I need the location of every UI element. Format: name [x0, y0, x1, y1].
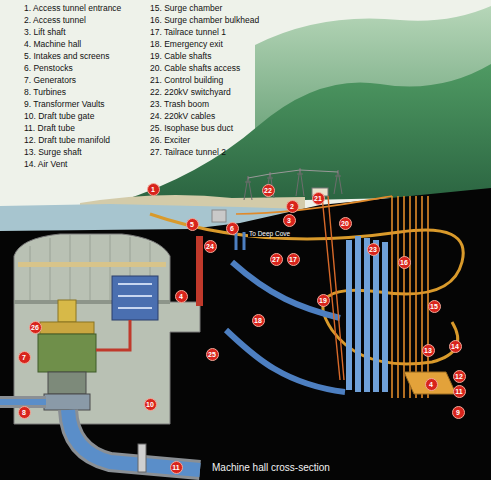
callout-number: 13 — [422, 344, 435, 357]
callout-number: 11 — [453, 385, 466, 398]
draft-tube-water — [68, 410, 200, 470]
legend-item: 13. Surge shaft — [24, 148, 82, 157]
callout-number: 22 — [262, 184, 275, 197]
transformer-vault — [112, 276, 158, 320]
callout-number: 19 — [317, 294, 330, 307]
callout-number: 8 — [18, 406, 31, 419]
legend-item: 9. Transformer Vaults — [24, 100, 105, 109]
penstocks — [236, 196, 428, 398]
inset-caption: Machine hall cross-section — [210, 462, 332, 473]
transformer-detail — [118, 284, 152, 308]
legend-item: 27. Tailrace tunnel 2 — [150, 148, 226, 157]
exciter — [58, 300, 76, 322]
tailrace-tunnel — [226, 330, 345, 392]
generator-top — [40, 322, 94, 334]
callout-number: 1 — [147, 183, 160, 196]
legend-item: 19. Cable shafts — [150, 52, 211, 61]
legend-item: 22. 220kV switchyard — [150, 88, 231, 97]
hall-outline — [14, 234, 200, 424]
callout-number: 4 — [425, 378, 438, 391]
draft-tube-gate — [138, 444, 146, 472]
generator — [38, 334, 96, 372]
legend-item: 4. Machine hall — [24, 40, 81, 49]
legend-item: 12. Draft tube manifold — [24, 136, 110, 145]
callout-number: 7 — [18, 351, 31, 364]
legend-item: 18. Emergency exit — [150, 40, 223, 49]
callout-number: 25 — [206, 348, 219, 361]
callout-number: 5 — [186, 218, 199, 231]
legend-item: 5. Intakes and screens — [24, 52, 110, 61]
tailrace-tunnel — [232, 262, 340, 318]
callout-number: 12 — [453, 370, 466, 383]
crane — [18, 262, 166, 267]
turbine — [44, 394, 90, 410]
callout-number: 20 — [339, 217, 352, 230]
machine-hall-cross-section — [0, 234, 203, 472]
shaft — [48, 372, 86, 394]
callout-number: 27 — [270, 253, 283, 266]
tunnel-portal — [236, 232, 244, 250]
draft-tube — [68, 410, 200, 470]
callout-number: 23 — [367, 243, 380, 256]
legend-item: 23. Trash boom — [150, 100, 209, 109]
pylons — [244, 168, 342, 200]
legend-item: 2. Access tunnel — [24, 16, 86, 25]
legend-item: 6. Penstocks — [24, 64, 73, 73]
surge-chambers — [346, 236, 388, 392]
legend-item: 3. Lift shaft — [24, 28, 66, 37]
callout-number: 16 — [398, 256, 411, 269]
legend-item: 17. Tailrace tunnel 1 — [150, 28, 226, 37]
legend-item: 11. Draft tube — [24, 124, 75, 133]
legend-item: 14. Air Vent — [24, 160, 67, 169]
penstock-water — [0, 399, 46, 405]
callout-number: 10 — [144, 398, 157, 411]
callout-number: 9 — [452, 406, 465, 419]
callout-number: 11 — [170, 461, 183, 474]
callout-number: 3 — [283, 214, 296, 227]
legend-item: 1. Access tunnel entrance — [24, 4, 121, 13]
near-mountain — [118, 64, 491, 204]
callout-number: 17 — [287, 253, 300, 266]
tunnel-label: To Deep Cove — [248, 230, 291, 237]
callout-number: 24 — [204, 240, 217, 253]
callout-number: 4 — [175, 290, 188, 303]
callout-number: 21 — [312, 192, 325, 205]
callout-number: 18 — [252, 314, 265, 327]
legend-item: 26. Exciter — [150, 136, 190, 145]
legend-item: 20. Cable shafts access — [150, 64, 240, 73]
cable-shaft — [196, 236, 203, 306]
legend-item: 8. Turbines — [24, 88, 66, 97]
legend-item: 21. Control building — [150, 76, 223, 85]
callout-number: 6 — [226, 222, 239, 235]
legend-item: 16. Surge chamber bulkhead — [150, 16, 259, 25]
callout-number: 15 — [428, 300, 441, 313]
isophase-bus-duct — [96, 320, 130, 350]
callout-number: 26 — [29, 321, 42, 334]
legend-item: 15. Surge chamber — [150, 4, 222, 13]
underground — [0, 188, 491, 480]
callout-number: 2 — [286, 200, 299, 213]
callout-number: 14 — [449, 340, 462, 353]
legend-item: 24. 220kV cables — [150, 112, 215, 121]
legend-item: 10. Draft tube gate — [24, 112, 94, 121]
legend-item: 25. Isophase bus duct — [150, 124, 233, 133]
legend-item: 7. Generators — [24, 76, 76, 85]
intake-structure — [212, 210, 226, 222]
machine-hall — [404, 372, 456, 394]
